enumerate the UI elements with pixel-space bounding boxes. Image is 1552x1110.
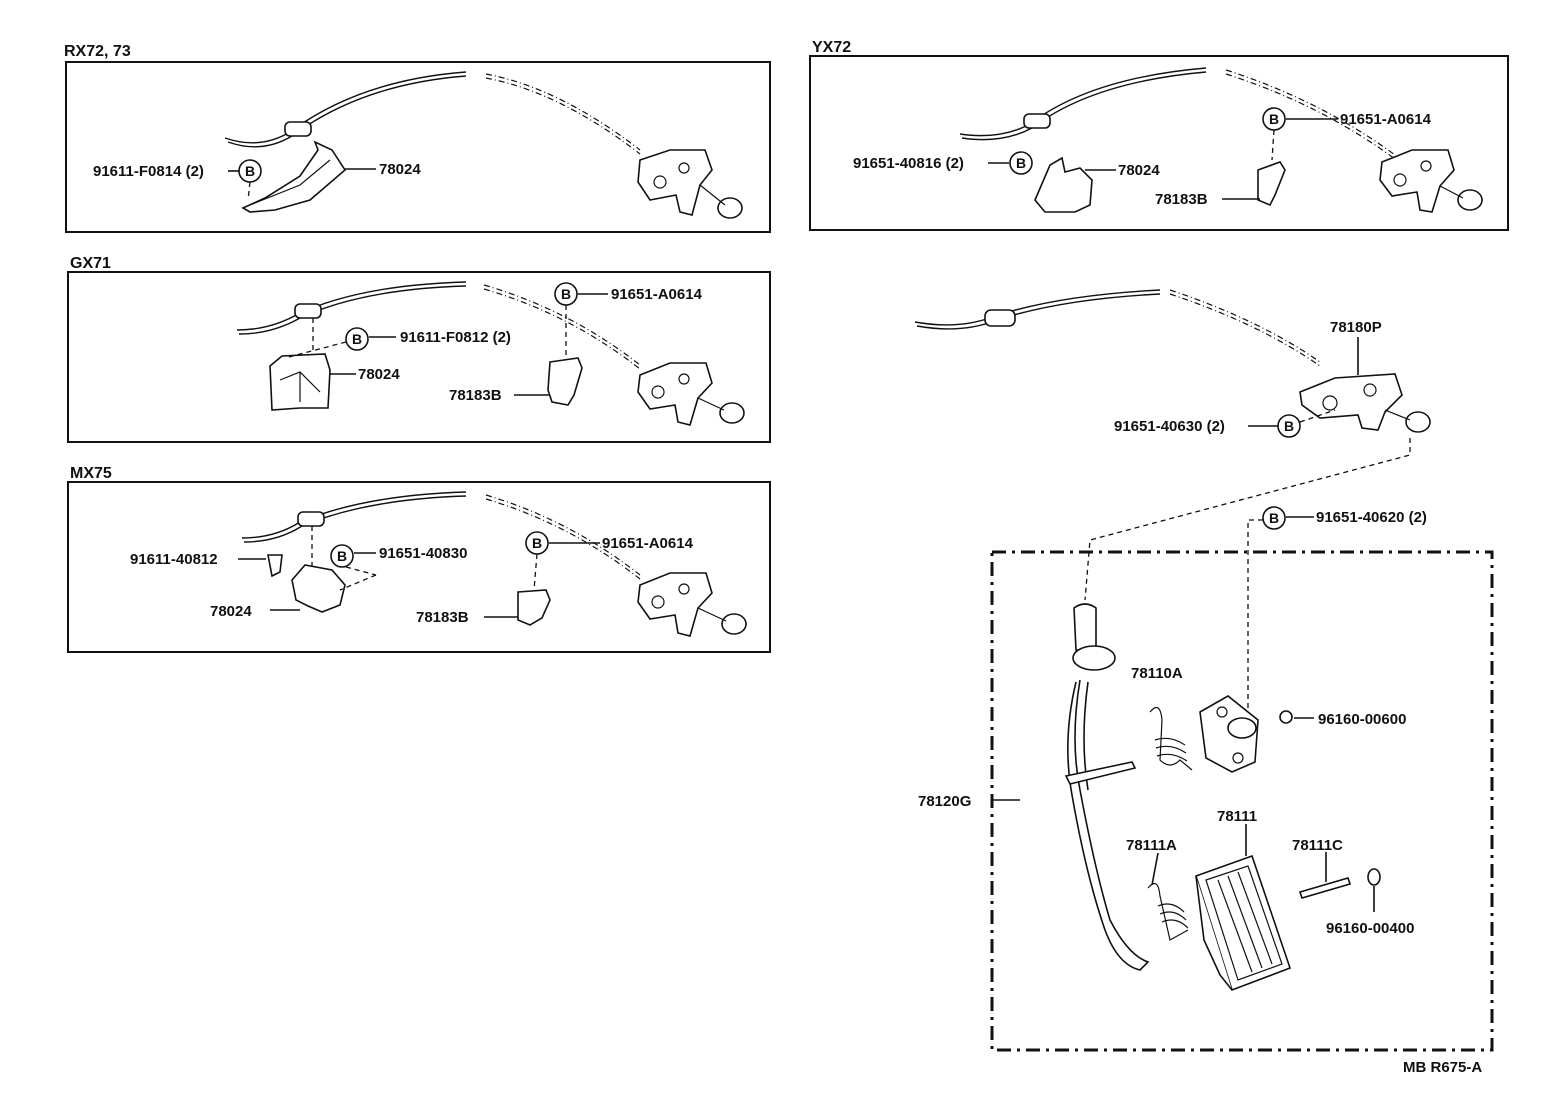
pedal-pad-78111 [1195, 854, 1292, 992]
bracket-78024 [291, 564, 346, 613]
cable-end-fitting [637, 149, 743, 219]
cable-end-fitting [1379, 149, 1483, 213]
panel-gx71: GX71 B 91651-A0614 B 91611-F0812 (2) 780… [67, 255, 771, 443]
panel-title-yx72: YX72 [812, 39, 851, 56]
clip-78183b [1257, 161, 1286, 207]
panel-frame [65, 61, 771, 233]
cable-grommet [294, 303, 322, 319]
label-nut: 96160-00600 [1318, 711, 1406, 728]
throttle-cable [236, 281, 467, 331]
label-spring: 78110A [1131, 665, 1183, 682]
spring-78111a [1147, 882, 1189, 941]
label-cable: 78180P [1330, 319, 1382, 336]
throttle-cable [224, 71, 467, 144]
cable-grommet [984, 309, 1016, 327]
main-assembly: 78180P B 91651-40630 (2) B 91651-40620 (… [914, 289, 1494, 1052]
bolt-b-badge [330, 544, 354, 568]
label-screw: 91611-40812 [130, 551, 218, 568]
label-support-bolt: 91651-40620 (2) [1316, 509, 1427, 526]
label-clip: 78183B [449, 387, 502, 404]
label-clip: 96160-00400 [1326, 920, 1414, 937]
label-pin: 78111C [1292, 837, 1343, 854]
svg-text:B: B [1016, 155, 1026, 171]
label-pad-spring: 78111A [1126, 837, 1177, 854]
reference-code: MB R675-A [1403, 1059, 1482, 1076]
bolt-b-badge [1262, 506, 1286, 530]
cable-end-fitting [1299, 373, 1431, 433]
label-bolt-a: 91651-A0614 [1340, 111, 1432, 128]
panel-title-rx72-73: RX72, 73 [64, 43, 131, 60]
throttle-cable [959, 67, 1207, 137]
label-bolt: 91611-F0812 (2) [400, 329, 511, 346]
throttle-cable [241, 491, 467, 539]
panel-frame [809, 55, 1509, 231]
panel-title-gx71: GX71 [70, 255, 111, 272]
assembly-frame [990, 550, 1494, 1052]
label-bracket: 78024 [358, 366, 400, 383]
svg-text:B: B [1269, 111, 1279, 127]
panel-mx75: MX75 B 91651-40830 B 91651-A0614 91611-4… [67, 465, 771, 653]
label-bracket: 78024 [210, 603, 252, 620]
clip-96160-00400 [1367, 868, 1381, 886]
label-bolt-a: 91651-A0614 [611, 286, 703, 303]
label-bolt: 91651-40816 (2) [853, 155, 964, 172]
label-bracket: 78024 [1118, 162, 1160, 179]
svg-text:B: B [337, 548, 347, 564]
label-bolt-a: 91651-A0614 [602, 535, 694, 552]
panel-yx72: YX72 B B 91651-A0614 91651-40816 (2) 780… [809, 39, 1509, 231]
panel-frame [67, 271, 771, 443]
svg-text:B: B [352, 331, 362, 347]
label-bolt: 91611-F0814 (2) [93, 163, 204, 180]
cable-end-fitting [637, 362, 745, 426]
panel-title-mx75: MX75 [70, 465, 112, 482]
label-pedal-lever: 78120G [918, 793, 971, 810]
bolt-b-badge [345, 327, 369, 351]
label-pedal-pad: 78111 [1217, 808, 1257, 825]
svg-text:B: B [245, 163, 255, 179]
label-cable-bolt: 91651-40630 (2) [1114, 418, 1225, 435]
cable-grommet [297, 511, 325, 527]
cable-grommet [284, 121, 312, 137]
bracket-78024 [241, 140, 347, 213]
svg-text:B: B [1284, 418, 1294, 434]
nut-96160-00600 [1279, 710, 1293, 724]
clip-78183b [517, 589, 551, 626]
pedal-support-plate [1199, 695, 1259, 773]
label-clip: 78183B [416, 609, 469, 626]
throttle-cable [914, 289, 1161, 326]
panel-frame [67, 481, 771, 653]
label-bracket: 78024 [379, 161, 421, 178]
pedal-lever-78120g [1064, 603, 1150, 971]
panel-rx72-73: RX72, 73 B 91611-F0814 (2) 78024 [64, 43, 771, 233]
svg-text:B: B [1269, 510, 1279, 526]
label-clip: 78183B [1155, 191, 1208, 208]
clip-78183b [547, 357, 583, 406]
pin-78111c [1298, 877, 1352, 899]
label-bolt: 91651-40830 [379, 545, 467, 562]
spring-78110a [1149, 706, 1193, 771]
bolt-b-badge [1009, 151, 1033, 175]
svg-text:B: B [532, 535, 542, 551]
svg-text:B: B [561, 286, 571, 302]
cable-grommet [1023, 113, 1051, 129]
screw [267, 554, 283, 578]
cable-end-fitting [637, 572, 747, 637]
bracket-78024 [1034, 156, 1093, 213]
